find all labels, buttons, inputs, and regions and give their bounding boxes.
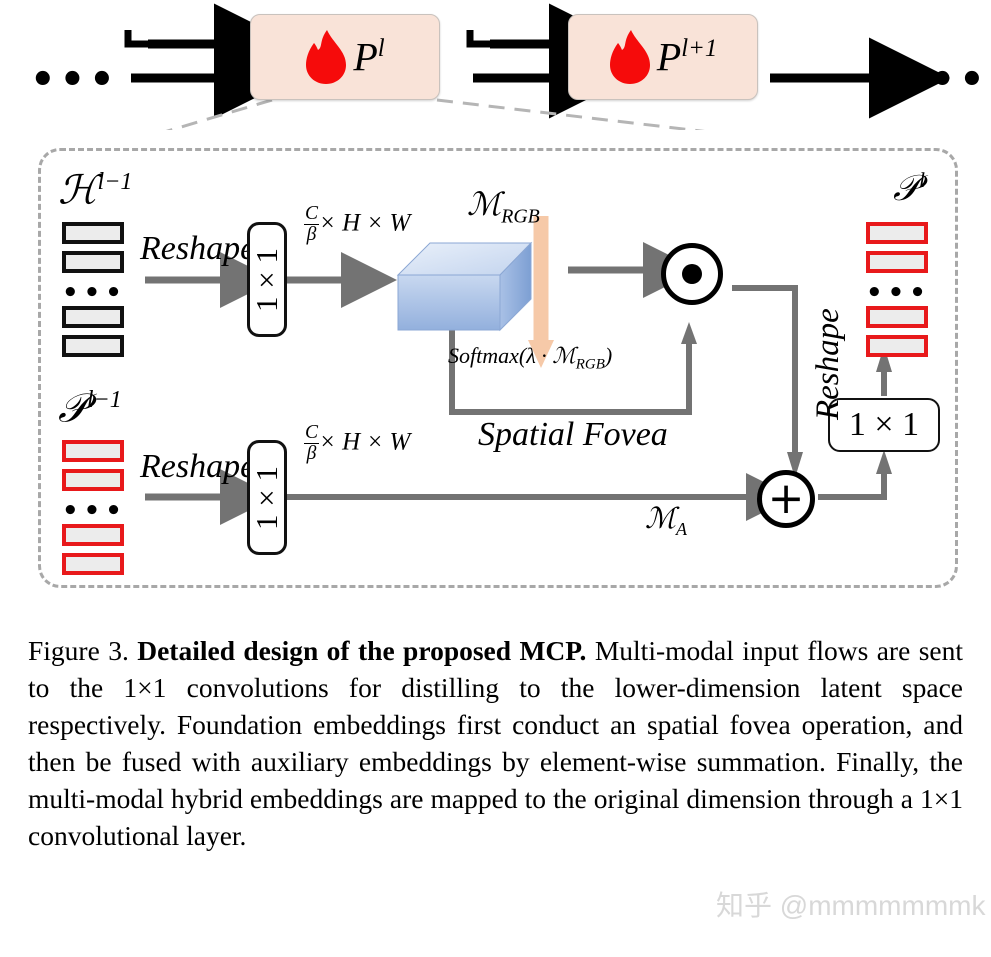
pipeline-block-pl1[interactable]: Pl+1	[568, 14, 758, 100]
stack-bar	[62, 553, 124, 575]
stack-bar	[866, 335, 928, 357]
stack-bar	[866, 222, 928, 244]
stack-bar	[62, 469, 124, 491]
stack-bar	[62, 440, 124, 462]
stack-bar	[62, 335, 124, 357]
conv-1x1-top-label: 1 × 1	[249, 247, 284, 312]
conv-1x1-right[interactable]: 1 × 1	[828, 398, 940, 452]
aux-label-ma: ℳA	[645, 503, 687, 539]
caption-body: Multi-modal input flows are sent to the …	[28, 635, 963, 851]
elementwise-add-operator: +	[757, 470, 815, 528]
stack-bar	[866, 251, 928, 273]
input-stack-p: •••	[62, 440, 127, 582]
stack-ellipsis: •••	[866, 278, 931, 308]
top-row-right-ellipsis: •••	[900, 57, 989, 103]
output-label-p: 𝒫l	[893, 168, 925, 208]
conv-1x1-bottom[interactable]: 1 × 1	[247, 440, 287, 555]
input-label-h: ℋl−1	[58, 167, 133, 213]
reshape-label-top: Reshape	[140, 230, 256, 267]
elementwise-multiply-operator	[661, 243, 723, 305]
softmax-label: Softmax(λ · ℳRGB)	[448, 343, 613, 373]
spatial-fovea-label: Spatial Fovea	[478, 416, 668, 453]
caption-bold: Detailed design of the proposed MCP.	[137, 635, 587, 666]
top-row-arrows	[124, 3, 950, 130]
stack-bar	[62, 251, 124, 273]
input-stack-h: •••	[62, 222, 127, 364]
figure-caption: Figure 3. Detailed design of the propose…	[28, 632, 963, 854]
caption-prefix: Figure 3.	[28, 635, 138, 666]
pipeline-block-pl-label: Pl	[353, 34, 385, 80]
output-stack-p: •••	[866, 222, 931, 364]
conv-1x1-right-label: 1 × 1	[848, 406, 920, 443]
reshape-label-right: Reshape	[810, 308, 846, 420]
tensor-label-mrgb: ℳRGB	[467, 186, 540, 228]
multiply-dot-icon	[682, 264, 702, 284]
stack-bar	[62, 306, 124, 328]
plus-icon: +	[767, 472, 805, 524]
stack-bar	[62, 222, 124, 244]
input-label-p: 𝒫l−1	[58, 385, 122, 431]
stack-bar	[62, 524, 124, 546]
conv-1x1-top[interactable]: 1 × 1	[247, 222, 287, 337]
stack-ellipsis: •••	[62, 496, 127, 526]
conv-1x1-bottom-label: 1 × 1	[249, 465, 284, 530]
mcp-detail-panel	[38, 148, 958, 588]
flame-icon	[306, 30, 347, 84]
pipeline-top-row: ••• Pl Pl+1 •••	[0, 0, 991, 130]
stack-ellipsis: •••	[62, 278, 127, 308]
pipeline-block-pl1-label: Pl+1	[656, 34, 718, 80]
reshape-label-bottom: Reshape	[140, 448, 256, 485]
watermark: 知乎 @mmmmmmmk	[716, 890, 986, 921]
pipeline-block-pl[interactable]: Pl	[250, 14, 440, 100]
top-row-left-ellipsis: •••	[30, 57, 119, 103]
flame-icon	[609, 30, 650, 84]
stack-bar	[866, 306, 928, 328]
